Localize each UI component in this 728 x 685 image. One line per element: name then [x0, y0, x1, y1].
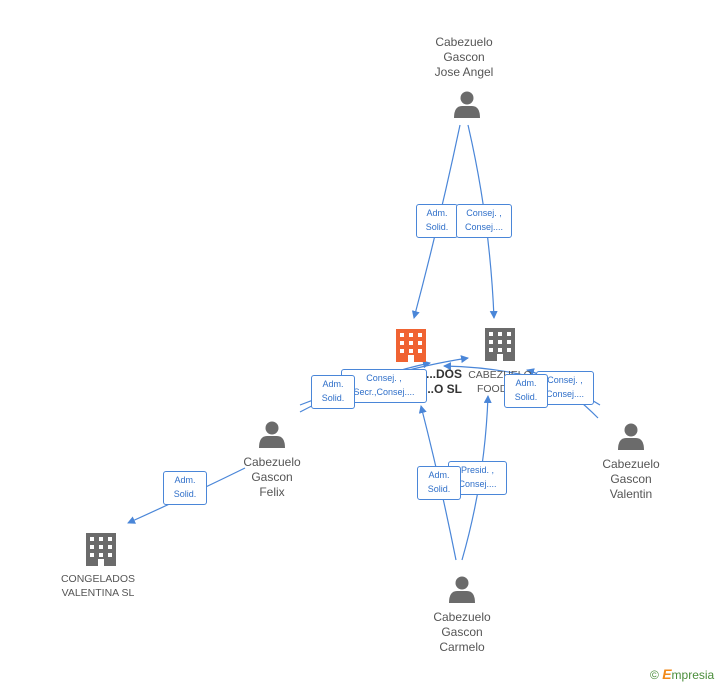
edge-label-felix-congelados-adm: Adm. Solid. [163, 471, 207, 505]
person-label-felix[interactable]: Cabezuelo Gascon Felix [243, 455, 301, 499]
person-label-valentin[interactable]: Cabezuelo Gascon Valentin [602, 457, 660, 501]
building-icon-focus [396, 329, 426, 362]
person-icon [454, 91, 480, 118]
person-icon [449, 576, 475, 603]
edge-label-valentin-adm: Adm. Solid. [504, 374, 548, 408]
building-icon [485, 328, 515, 361]
brand-initial: E [662, 666, 672, 682]
empresia-logo: © Empresia [650, 666, 714, 682]
copyright-icon: © [650, 668, 659, 682]
edge-label-jose-adm: Adm. Solid. [416, 204, 458, 238]
company-label-congelados-valentina[interactable]: CONGELADOS VALENTINA SL [60, 573, 136, 599]
person-icon [618, 423, 644, 450]
person-label-jose-angel[interactable]: Cabezuelo Gascon Jose Angel [434, 35, 494, 79]
building-icon [86, 533, 116, 566]
person-label-carmelo[interactable]: Cabezuelo Gascon Carmelo [433, 610, 491, 654]
company-label-focus[interactable]: ...DOS ...O SL [423, 367, 462, 396]
edge-label-carmelo-adm: Adm. Solid. [417, 466, 461, 500]
edge-label-felix-adm: Adm. Solid. [311, 375, 355, 409]
brand-name: mpresia [671, 668, 715, 682]
edge-label-jose-consej: Consej. , Consej.... [456, 204, 512, 238]
person-icon [259, 421, 285, 448]
edge-label-felix-consej: Consej. , Secr.,Consej.... [341, 369, 427, 403]
